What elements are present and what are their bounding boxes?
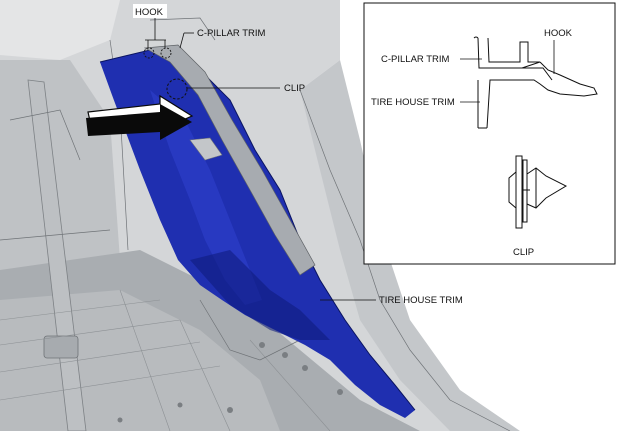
inset-tire-house-trim-label: TIRE HOUSE TRIM	[371, 97, 455, 108]
c-pillar-trim-label: C-PILLAR TRIM	[197, 28, 266, 39]
detail-inset: C-PILLAR TRIM HOOK TIRE HOUSE TRIM CLIP	[363, 2, 616, 265]
inset-hook-profile	[477, 61, 598, 129]
inset-frame	[363, 2, 616, 265]
hook-callout: HOOK	[133, 4, 172, 59]
c-pillar-trim-shape	[143, 44, 316, 276]
inset-clip-label: CLIP	[513, 247, 534, 258]
clip-label: CLIP	[284, 83, 305, 94]
tire-house-trim-shape	[99, 49, 416, 418]
hook-marker-left	[143, 47, 155, 59]
removal-direction-arrow	[86, 94, 194, 140]
tire-house-trim-label: TIRE HOUSE TRIM	[379, 295, 463, 306]
clip-callout: CLIP	[166, 78, 305, 100]
hook-marker-right	[160, 47, 172, 59]
tire-house-callout: TIRE HOUSE TRIM	[320, 295, 463, 306]
inset-c-pillar-section	[473, 36, 553, 81]
c-pillar-callout: C-PILLAR TRIM	[179, 28, 266, 49]
hook-label: HOOK	[135, 7, 164, 18]
inset-hook-label: HOOK	[544, 28, 573, 39]
inset-clip-drawing	[508, 155, 568, 229]
clip-marker	[166, 78, 188, 100]
inset-c-pillar-trim-label: C-PILLAR TRIM	[381, 54, 450, 65]
